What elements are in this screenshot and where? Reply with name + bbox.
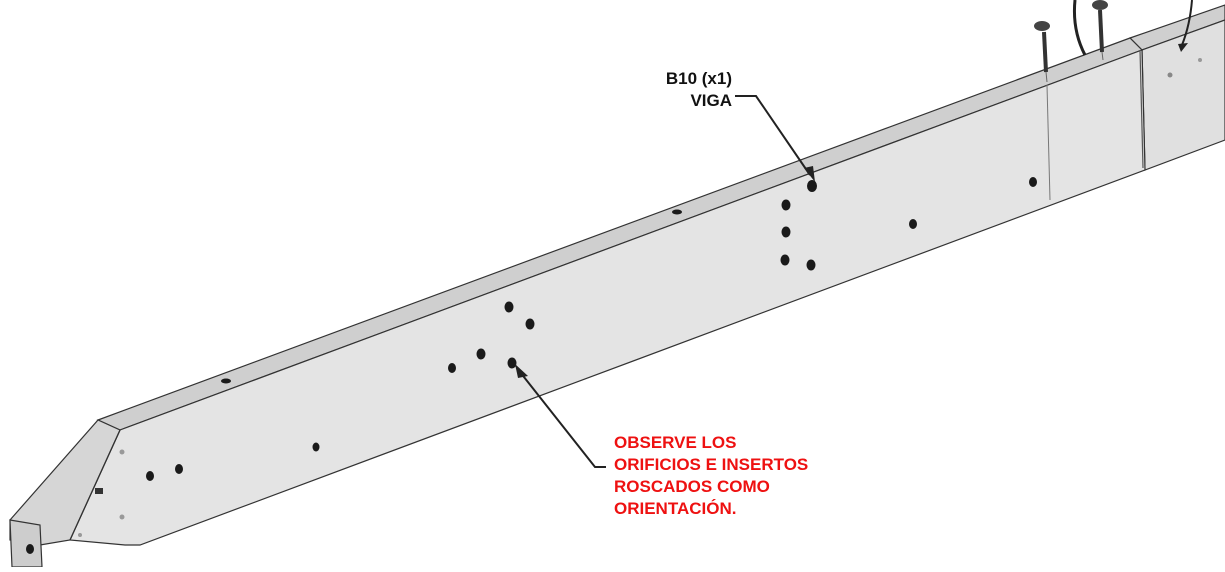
hole: [119, 514, 125, 520]
note-line: ORIENTACIÓN.: [614, 499, 737, 518]
beam-top-face: [96, 37, 1144, 431]
beam-b10: [9, 37, 1146, 568]
beam-front-face: [69, 49, 1146, 546]
part-label: B10 (x1) VIGA: [622, 68, 732, 112]
beam-joint-line: [1139, 49, 1144, 169]
beam-edge: [69, 429, 121, 541]
bolt: [1034, 21, 1050, 83]
hole: [507, 357, 517, 369]
hole: [476, 348, 486, 360]
hole: [175, 464, 183, 474]
bolt: [1092, 0, 1108, 61]
hole: [806, 259, 816, 271]
top-hole: [672, 209, 682, 215]
top-hole: [221, 378, 231, 384]
hole: [909, 219, 917, 229]
assembly-arrow: [1181, 0, 1193, 46]
part-code: B10 (x1): [665, 69, 732, 88]
note-leader: [515, 364, 606, 468]
hole: [119, 449, 125, 455]
part-name: VIGA: [690, 91, 732, 110]
hole: [78, 533, 82, 537]
hole: [1198, 58, 1202, 62]
adjacent-beam-segment: [1128, 4, 1225, 171]
orientation-note: OBSERVE LOS ORIFICIOS E INSERTOS ROSCADO…: [614, 432, 808, 520]
note-line: ORIFICIOS E INSERTOS: [614, 455, 809, 474]
hole: [448, 363, 456, 373]
beam-end-cap: [9, 519, 43, 568]
hole: [780, 254, 790, 266]
hole: [781, 199, 791, 211]
hole: [146, 471, 154, 481]
hole: [807, 180, 817, 192]
hole: [525, 318, 535, 330]
hole: [26, 544, 34, 554]
note-line: OBSERVE LOS: [614, 433, 737, 452]
slot: [95, 488, 103, 494]
assembly-arrow: [1073, 0, 1087, 56]
beam-joint-line: [1046, 84, 1051, 201]
hole: [1029, 177, 1037, 187]
note-line: ROSCADOS COMO: [614, 477, 770, 496]
beam-holes: [26, 177, 1037, 554]
b10-leader: [735, 95, 815, 182]
arrow-head: [1178, 43, 1188, 52]
hole: [1167, 72, 1173, 78]
hole: [504, 301, 514, 313]
hole: [312, 442, 320, 452]
hole: [781, 226, 791, 238]
